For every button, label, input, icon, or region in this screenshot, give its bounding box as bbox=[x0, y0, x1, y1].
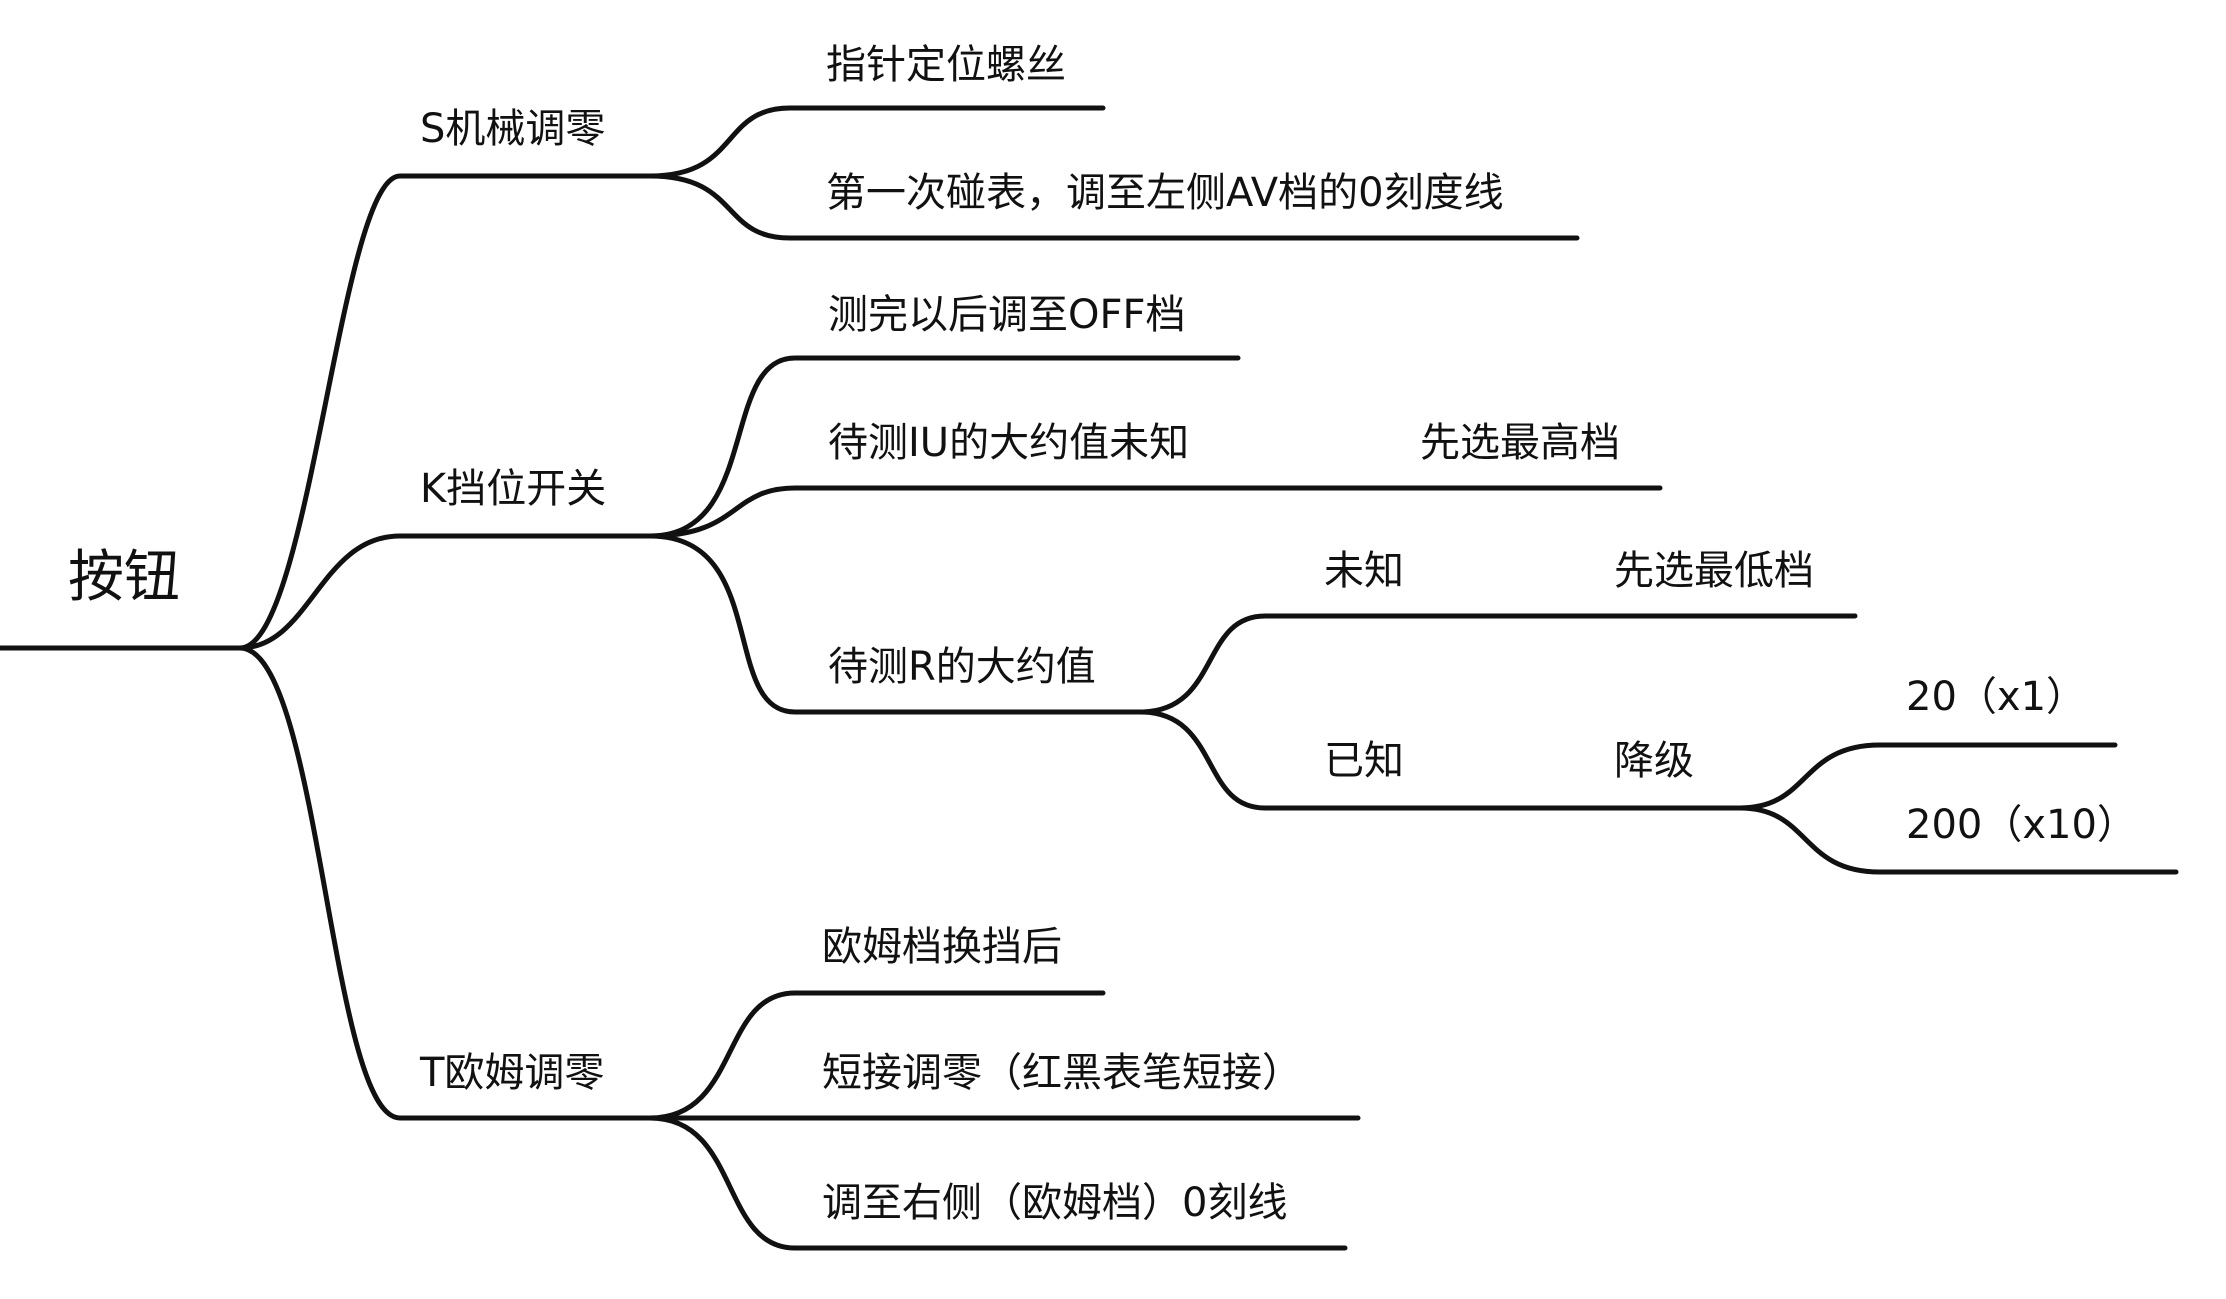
r-unknown-label: 未知 bbox=[1324, 548, 1404, 594]
s-item-2-label: 第一次碰表，调至左侧AV档的0刻度线 bbox=[826, 170, 1504, 216]
connector-s-item-1 bbox=[647, 105, 1106, 179]
t-item-1-label: 欧姆档换挡后 bbox=[822, 924, 1062, 970]
connector-k-r-value bbox=[647, 533, 1143, 715]
connectors bbox=[0, 105, 2179, 1251]
connector-k-unknown-iu bbox=[647, 485, 1663, 539]
branch-t-label: T欧姆调零 bbox=[419, 1050, 604, 1096]
t-item-3-label: 调至右侧（欧姆档）0刻线 bbox=[822, 1180, 1287, 1226]
known-option-2-label: 200（x10） bbox=[1906, 802, 2137, 848]
known-option-1-label: 20（x1） bbox=[1906, 674, 2086, 720]
r-known-label: 已知 bbox=[1324, 738, 1404, 784]
r-unknown-action-label: 先选最低档 bbox=[1614, 548, 1814, 594]
k-after-test-label: 测完以后调至OFF档 bbox=[828, 292, 1186, 338]
node-labels: 按钮 S机械调零 指针定位螺丝 第一次碰表，调至左侧AV档的0刻度线 K挡位开关… bbox=[68, 42, 2137, 1226]
connector-root-k bbox=[237, 533, 653, 651]
connector-r-unknown bbox=[1137, 613, 1858, 715]
connector-root-s bbox=[237, 173, 653, 651]
connector-t-item-3 bbox=[647, 1115, 1348, 1251]
root-node-label: 按钮 bbox=[68, 545, 180, 610]
s-item-1-label: 指针定位螺丝 bbox=[826, 42, 1066, 88]
k-unknown-iu-action-label: 先选最高档 bbox=[1420, 420, 1620, 466]
t-item-2-label: 短接调零（红黑表笔短接） bbox=[822, 1050, 1302, 1096]
connector-k-after-test bbox=[647, 355, 1241, 539]
k-r-value-label: 待测R的大约值 bbox=[828, 644, 1096, 690]
connector-r-known bbox=[1137, 709, 1743, 811]
r-known-action-label: 降级 bbox=[1614, 738, 1694, 784]
k-unknown-iu-label: 待测IU的大约值未知 bbox=[828, 420, 1189, 466]
branch-k-label: K挡位开关 bbox=[420, 466, 606, 512]
connector-s-item-2 bbox=[647, 173, 1580, 241]
connector-root-t bbox=[237, 645, 653, 1121]
branch-s-label: S机械调零 bbox=[420, 106, 605, 152]
connector-known-option-2 bbox=[1737, 805, 2179, 875]
connector-t-item-1 bbox=[647, 990, 1106, 1121]
connector-known-option-1 bbox=[1737, 742, 2118, 811]
